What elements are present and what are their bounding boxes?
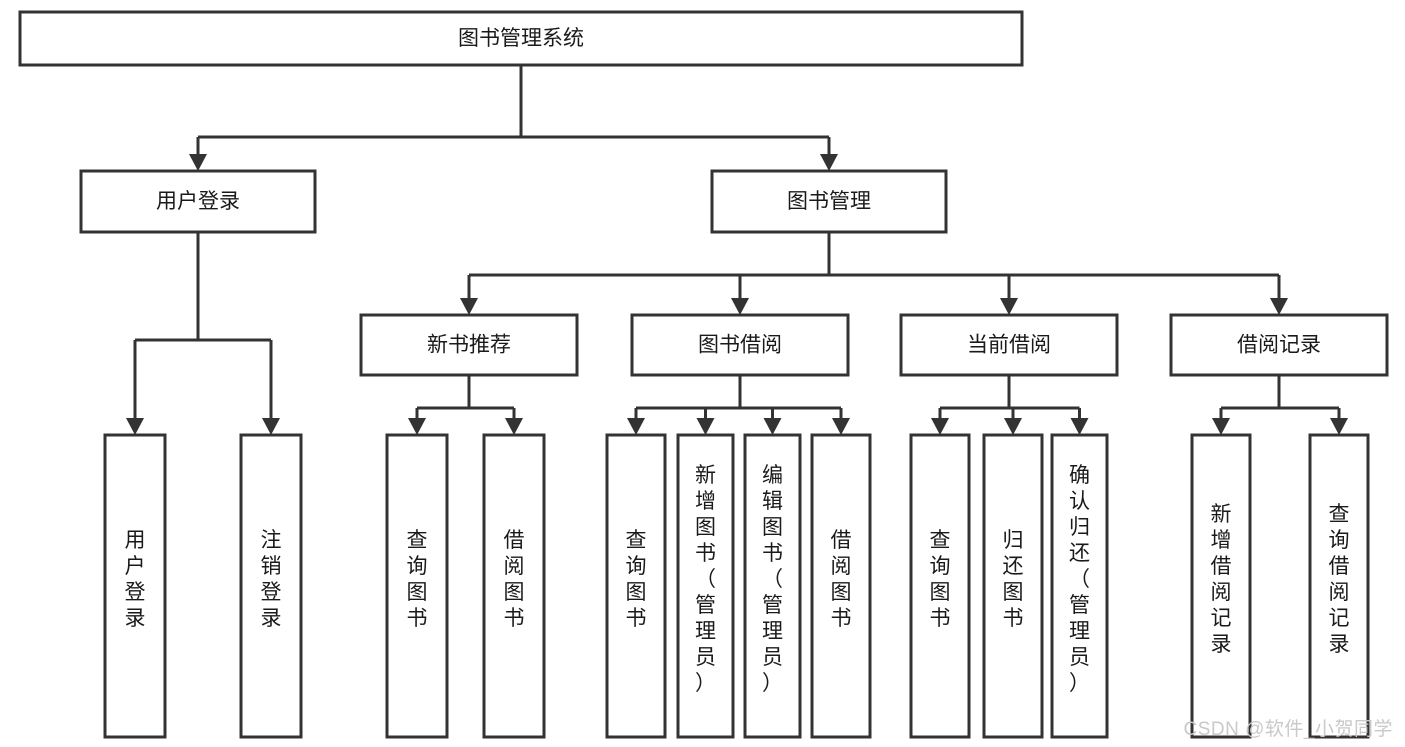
node-box-leaf-borrow-book-1[interactable] <box>482 433 546 739</box>
node-label-current-borrow: 当前借阅 <box>967 334 1051 357</box>
node-box-borrow-record[interactable] <box>1169 313 1389 377</box>
connector-new-book-rec <box>408 375 523 435</box>
node-box-leaf-query-book-2[interactable] <box>605 433 667 739</box>
node-label-leaf-query-book-3: 查询图书 <box>930 529 951 630</box>
node-box-leaf-borrow-book-2[interactable] <box>810 433 872 739</box>
node-box-new-book-rec[interactable] <box>359 313 579 377</box>
node-box-leaf-confirm-return[interactable] <box>1050 433 1109 739</box>
node-box-book-manage[interactable] <box>710 169 948 234</box>
connector-book-manage <box>460 232 1288 315</box>
node-box-leaf-user-logout[interactable] <box>239 433 303 739</box>
connector-borrow-record <box>1212 375 1348 435</box>
node-box-leaf-add-book[interactable] <box>676 433 735 739</box>
node-book-manage[interactable]: 图书管理 <box>710 169 948 234</box>
node-label-leaf-user-login: 用户登录 <box>125 529 146 630</box>
node-box-leaf-add-record[interactable] <box>1190 433 1252 739</box>
node-leaf-edit-book[interactable]: 编辑图书（管理员） <box>743 433 802 739</box>
node-book-borrow[interactable]: 图书借阅 <box>630 313 850 377</box>
node-root[interactable]: 图书管理系统 <box>18 10 1024 67</box>
node-label-leaf-borrow-book-2: 借阅图书 <box>831 529 852 630</box>
node-label-leaf-borrow-book-1: 借阅图书 <box>504 529 525 630</box>
node-label-book-borrow: 图书借阅 <box>698 334 782 357</box>
node-leaf-return-book[interactable]: 归还图书 <box>982 433 1044 739</box>
node-leaf-confirm-return[interactable]: 确认归还（管理员） <box>1050 433 1109 739</box>
node-label-leaf-query-record: 查询借阅记录 <box>1329 503 1350 656</box>
node-leaf-query-book-1[interactable]: 查询图书 <box>385 433 449 739</box>
node-label-leaf-query-book-2: 查询图书 <box>626 529 647 630</box>
node-label-borrow-record: 借阅记录 <box>1237 334 1321 357</box>
node-leaf-add-record[interactable]: 新增借阅记录 <box>1190 433 1252 739</box>
node-leaf-add-book[interactable]: 新增图书（管理员） <box>676 433 735 739</box>
node-box-leaf-user-login[interactable] <box>103 433 167 739</box>
node-label-leaf-user-logout: 注销登录 <box>261 529 282 630</box>
connector-current-borrow <box>931 375 1089 435</box>
node-user-login[interactable]: 用户登录 <box>79 169 317 234</box>
node-leaf-query-book-2[interactable]: 查询图书 <box>605 433 667 739</box>
node-label-leaf-return-book: 归还图书 <box>1003 529 1024 630</box>
node-leaf-borrow-book-2[interactable]: 借阅图书 <box>810 433 872 739</box>
connector-book-borrow <box>627 375 850 435</box>
node-box-leaf-query-record[interactable] <box>1308 433 1370 739</box>
node-label-user-login: 用户登录 <box>156 190 240 213</box>
node-label-book-manage: 图书管理 <box>787 190 871 213</box>
node-layer: 图书管理系统用户登录图书管理新书推荐图书借阅当前借阅借阅记录用户登录注销登录查询… <box>18 10 1389 739</box>
node-leaf-query-record[interactable]: 查询借阅记录 <box>1308 433 1370 739</box>
node-leaf-user-logout[interactable]: 注销登录 <box>239 433 303 739</box>
connector-user-login <box>126 232 280 435</box>
csdn-watermark: CSDN @软件_小贺同学 <box>1183 719 1393 740</box>
node-label-leaf-add-record: 新增借阅记录 <box>1211 503 1232 656</box>
node-box-leaf-query-book-3[interactable] <box>909 433 971 739</box>
node-label-leaf-add-book: 新增图书（管理员） <box>695 464 716 695</box>
node-leaf-query-book-3[interactable]: 查询图书 <box>909 433 971 739</box>
connector-layer <box>126 65 1348 435</box>
node-label-new-book-rec: 新书推荐 <box>427 334 511 357</box>
node-label-root: 图书管理系统 <box>458 27 584 50</box>
node-leaf-user-login[interactable]: 用户登录 <box>103 433 167 739</box>
node-box-leaf-return-book[interactable] <box>982 433 1044 739</box>
node-label-leaf-confirm-return: 确认归还（管理员） <box>1069 464 1090 695</box>
node-box-book-borrow[interactable] <box>630 313 850 377</box>
connector-root <box>189 65 838 171</box>
node-box-root[interactable] <box>18 10 1024 67</box>
node-box-current-borrow[interactable] <box>899 313 1119 377</box>
node-label-leaf-query-book-1: 查询图书 <box>407 529 428 630</box>
node-box-leaf-edit-book[interactable] <box>743 433 802 739</box>
node-label-leaf-edit-book: 编辑图书（管理员） <box>762 464 783 695</box>
node-box-leaf-query-book-1[interactable] <box>385 433 449 739</box>
node-new-book-rec[interactable]: 新书推荐 <box>359 313 579 377</box>
node-current-borrow[interactable]: 当前借阅 <box>899 313 1119 377</box>
node-box-user-login[interactable] <box>79 169 317 234</box>
node-leaf-borrow-book-1[interactable]: 借阅图书 <box>482 433 546 739</box>
node-borrow-record[interactable]: 借阅记录 <box>1169 313 1389 377</box>
